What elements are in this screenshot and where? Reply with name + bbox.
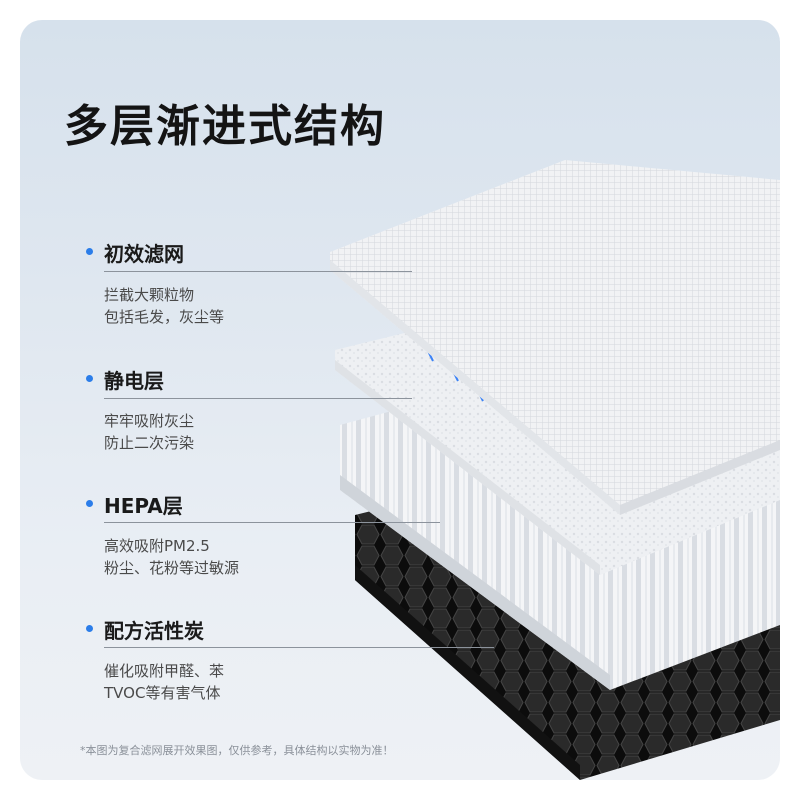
leader-line: [104, 398, 412, 399]
layer-desc-electrostatic-1: 牢牢吸附灰尘: [104, 412, 195, 430]
layer-name-carbon: 配方活性炭: [104, 619, 204, 643]
bullet-dot-icon: [86, 248, 93, 255]
product-card: 多层渐进式结构 初效滤网 拦截大颗粒物 包括毛发，灰尘等 静电层 牢牢吸附灰尘 …: [20, 20, 780, 780]
layer-desc-hepa-2: 粉尘、花粉等过敏源: [104, 559, 240, 577]
leader-line: [104, 647, 494, 648]
leader-line: [104, 271, 412, 272]
layer-desc-hepa-1: 高效吸附PM2.5: [104, 537, 210, 555]
bullet-dot-icon: [86, 500, 93, 507]
disclaimer-footnote: *本图为复合滤网展开效果图，仅供参考，具体结构以实物为准！: [80, 744, 394, 757]
layer-name-primary: 初效滤网: [104, 242, 184, 266]
bullet-dot-icon: [86, 375, 93, 382]
layer-desc-primary-1: 拦截大颗粒物: [104, 286, 195, 304]
layer-name-electrostatic: 静电层: [104, 369, 164, 393]
primary-mesh-layer: [330, 160, 780, 515]
page-title: 多层渐进式结构: [64, 101, 386, 152]
filter-layers-illustration: [330, 160, 780, 780]
layer-desc-electrostatic-2: 防止二次污染: [104, 434, 195, 452]
layer-name-hepa: HEPA层: [104, 494, 183, 518]
layer-desc-primary-2: 包括毛发，灰尘等: [104, 308, 225, 326]
layer-desc-carbon-2: TVOC等有害气体: [104, 684, 221, 702]
leader-line: [104, 522, 440, 523]
layer-desc-carbon-1: 催化吸附甲醛、苯: [104, 662, 225, 680]
bullet-dot-icon: [86, 625, 93, 632]
